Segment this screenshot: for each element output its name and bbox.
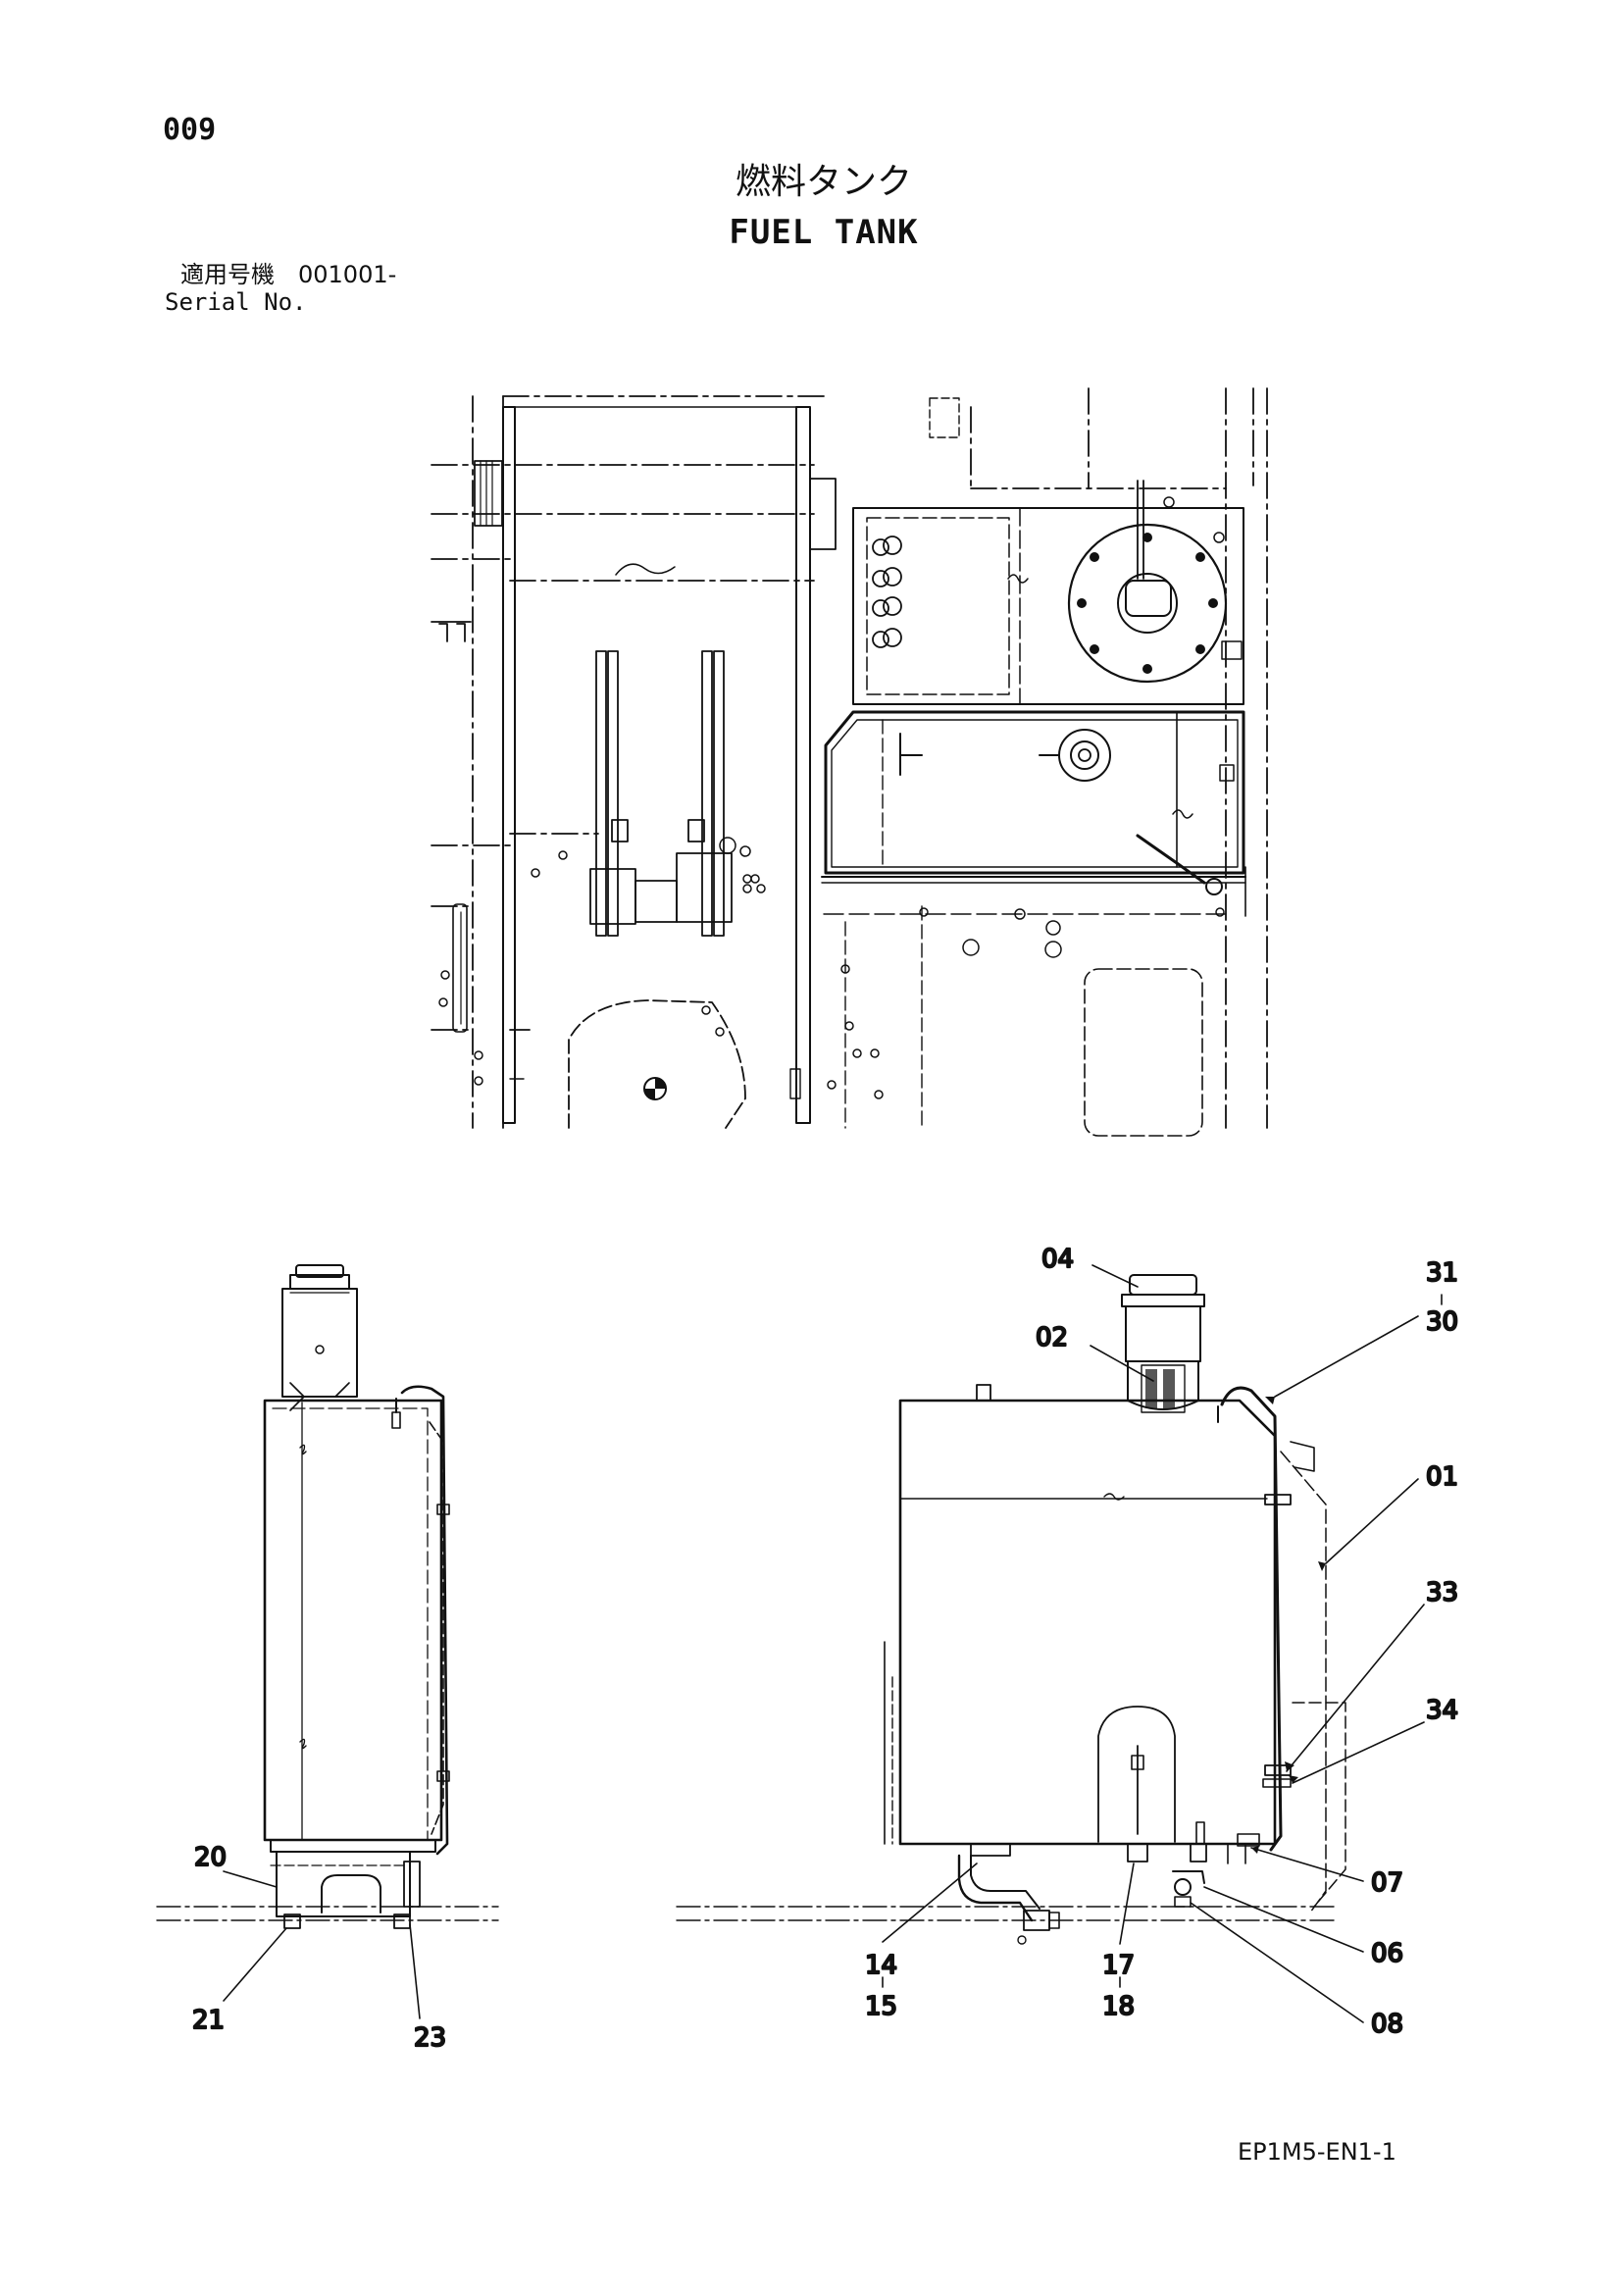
- title-japanese: 燃料タンク: [735, 162, 912, 202]
- callout-17: 17: [1102, 1951, 1135, 1980]
- callout-34: 34: [1426, 1696, 1458, 1725]
- title-english: FUEL TANK: [729, 213, 919, 252]
- side-view: [156, 1264, 499, 1929]
- leader-lines: [223, 1264, 1443, 2023]
- front-view: [676, 1274, 1346, 1945]
- callout-20: 20: [194, 1843, 227, 1872]
- callout-04: 04: [1041, 1245, 1074, 1274]
- serial-label-japanese: 適用号機 001001-: [180, 261, 397, 288]
- page-number: 009: [163, 113, 217, 147]
- callout-21: 21: [192, 2006, 225, 2035]
- serial-label-english: Serial No.: [165, 288, 307, 316]
- callout-08: 08: [1371, 2010, 1403, 2039]
- top-view: [431, 387, 1268, 1137]
- callout-02: 02: [1036, 1323, 1068, 1352]
- callout-07: 07: [1371, 1868, 1403, 1898]
- callout-15: 15: [865, 1992, 897, 2021]
- callout-14: 14: [865, 1951, 897, 1980]
- callout-33: 33: [1426, 1578, 1458, 1607]
- callout-23: 23: [414, 2023, 446, 2053]
- callout-06: 06: [1371, 1939, 1403, 1968]
- callout-18: 18: [1102, 1992, 1135, 2021]
- document-code: EP1M5-EN1-1: [1238, 2138, 1396, 2166]
- callout-30: 30: [1426, 1307, 1458, 1337]
- callout-labels: 04 02 31 30 01 33 34 07 06 08 14 15 17 1…: [191, 1244, 1459, 2054]
- callout-01: 01: [1426, 1462, 1458, 1492]
- callout-31: 31: [1426, 1258, 1458, 1288]
